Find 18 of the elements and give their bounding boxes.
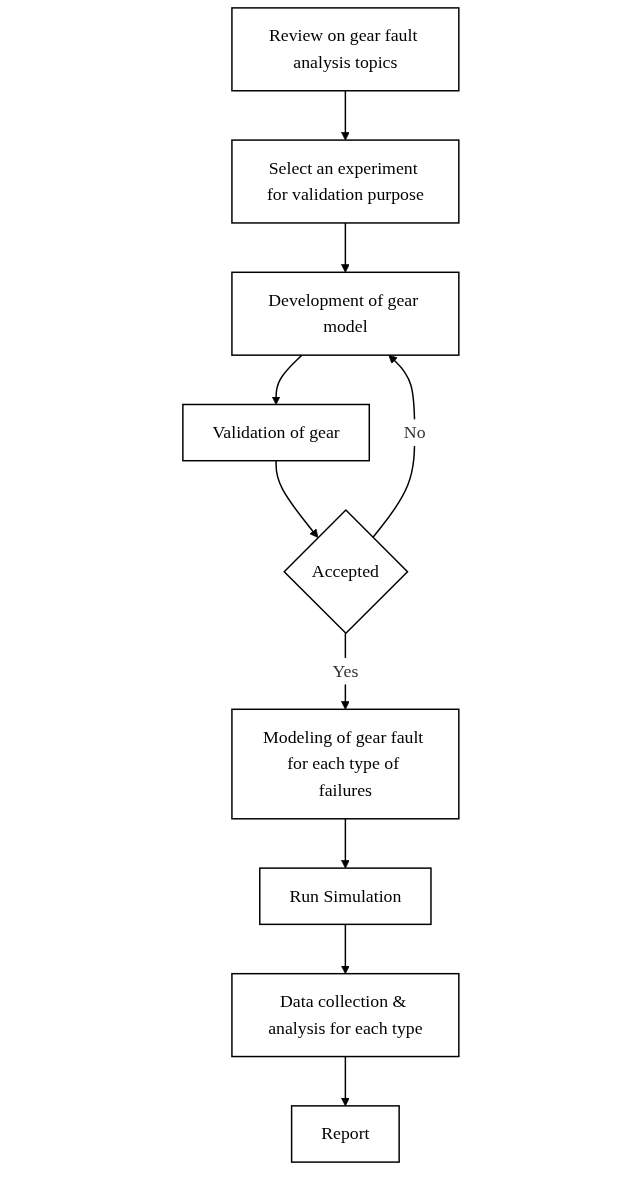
edge-label: No bbox=[403, 422, 426, 442]
node-box: Modeling of gear fault for each type of failures bbox=[230, 708, 460, 820]
node-box: Data collection & analysis for each type bbox=[230, 972, 460, 1058]
node-box: Development of gear model bbox=[230, 271, 460, 356]
node-box: Validation of gear bbox=[181, 403, 370, 462]
arrow bbox=[340, 90, 350, 141]
node-box: Select an experiment for validation purpose bbox=[230, 139, 460, 224]
node-diamond: Accepted bbox=[282, 509, 409, 635]
arrow bbox=[340, 1055, 350, 1107]
node-box: Report bbox=[290, 1105, 400, 1163]
arrow bbox=[340, 923, 350, 975]
arrow bbox=[271, 354, 303, 405]
node-box: Review on gear fault analysis topics bbox=[230, 7, 460, 92]
node-box: Run Simulation bbox=[258, 867, 432, 926]
edge-label: Yes bbox=[332, 660, 358, 681]
arrow bbox=[340, 818, 350, 869]
arrow bbox=[275, 459, 318, 538]
arrow bbox=[340, 222, 350, 273]
